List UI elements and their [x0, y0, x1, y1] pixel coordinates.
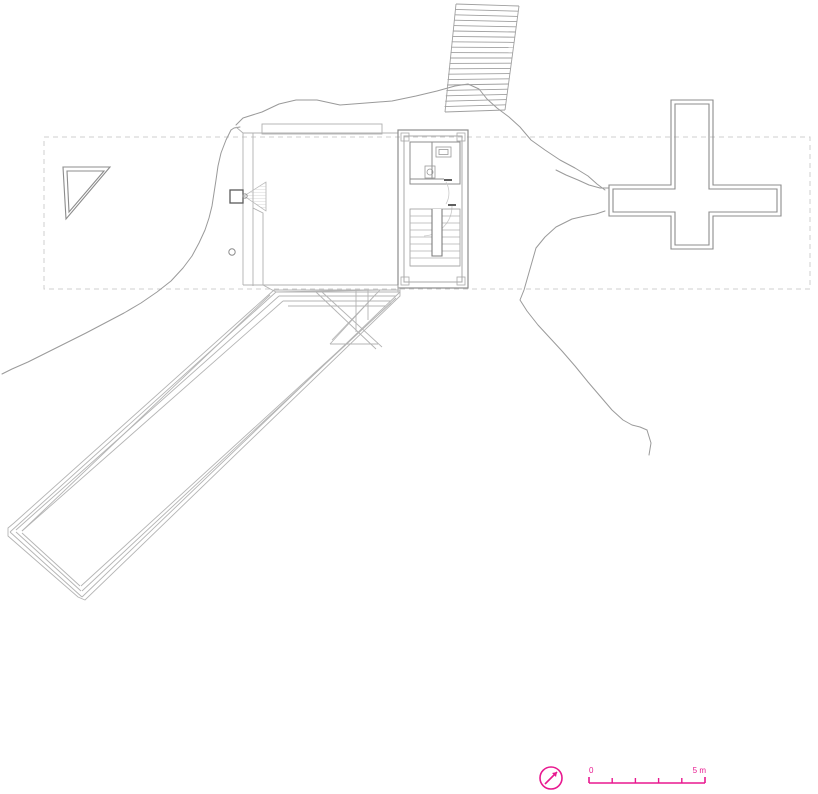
fireplace-hearth: [229, 181, 267, 212]
site-marker-point: [228, 248, 236, 256]
interior-stair: [409, 208, 461, 267]
door-swing-arcs: [423, 181, 453, 237]
wc-fixture: [435, 146, 452, 158]
scale-end-label: 5 m: [693, 766, 707, 775]
upper-terrace: [235, 123, 398, 286]
triangular-pavilion: [62, 166, 112, 221]
north-arrow: [539, 766, 563, 790]
sink-fixture: [424, 165, 436, 179]
door-leaf: [444, 179, 456, 206]
terrain-contour-lines: [1, 83, 652, 456]
central-building-core: [397, 129, 469, 289]
scale-bar: 0 5 m: [588, 766, 707, 784]
exterior-stair-run: [444, 3, 520, 113]
scale-start-label: 0: [589, 766, 594, 775]
pool-terrace-connector: [262, 284, 399, 293]
cross-shaped-building: [608, 99, 782, 250]
site-boundary-dashed: [43, 136, 811, 290]
lap-pool-diagonal: [7, 289, 401, 601]
